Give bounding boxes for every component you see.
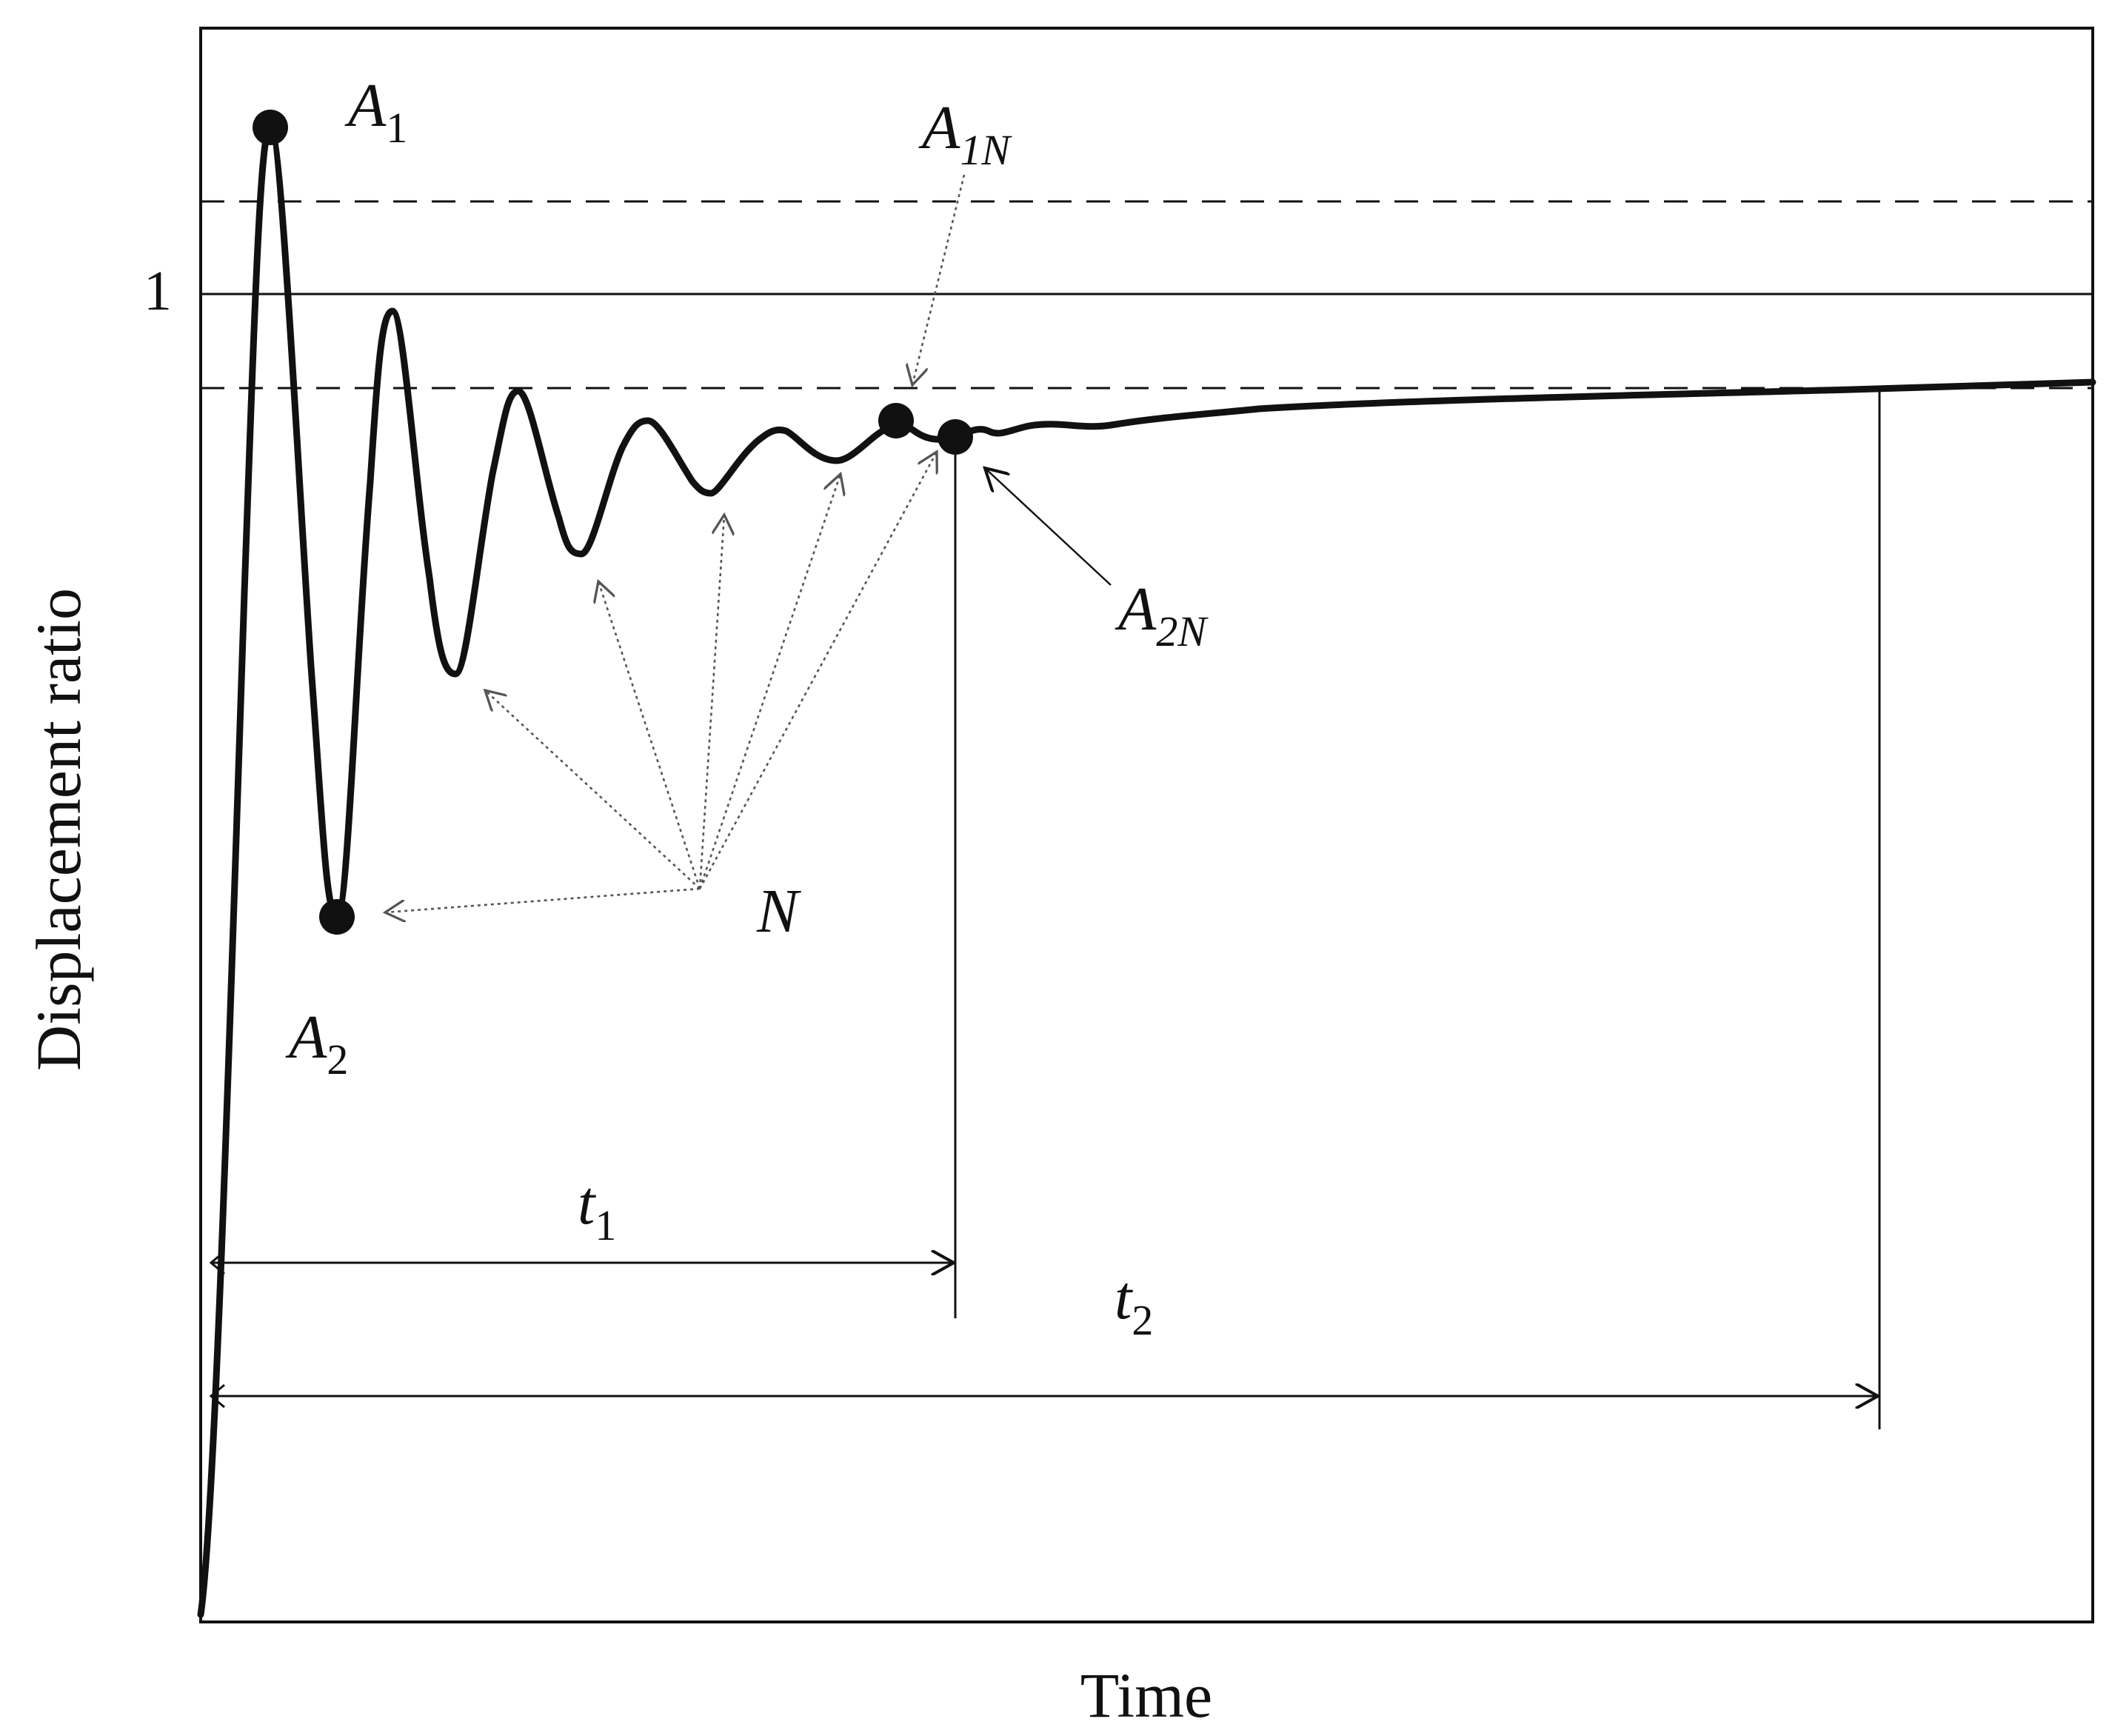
y-tick-1: 1 xyxy=(144,260,172,322)
a2n-pointer-arrow xyxy=(985,468,1112,586)
t2-interval-start-tick xyxy=(209,1383,225,1409)
label-a1: A1 xyxy=(344,71,407,152)
label-t2: t2 xyxy=(1115,1263,1153,1344)
n-pointer-trough-3 xyxy=(698,515,724,889)
y-axis-label: Displacement ratio xyxy=(23,588,94,1071)
n-pointer-arrows xyxy=(385,452,937,912)
label-a1n: A1N xyxy=(918,93,1012,174)
label-t1: t1 xyxy=(578,1169,616,1249)
plot-frame xyxy=(199,27,2094,1623)
n-pointer-trough-2 xyxy=(598,581,701,889)
a1n-pointer-arrow xyxy=(912,174,966,385)
label-n: N xyxy=(756,877,801,946)
n-pointer-trough-4 xyxy=(698,474,841,889)
label-a2n: A2N xyxy=(1115,575,1209,655)
n-pointer-a2 xyxy=(385,887,701,912)
point-a2-marker xyxy=(319,899,355,935)
point-a1n-marker xyxy=(878,403,914,438)
x-axis-label: Time xyxy=(1080,1660,1212,1731)
label-a2: A2 xyxy=(285,1003,348,1084)
n-pointer-trough-5 xyxy=(698,452,937,889)
response-curve xyxy=(197,124,2096,1618)
point-a1-marker xyxy=(253,110,288,145)
t1-interval-start-tick xyxy=(209,1250,225,1275)
n-pointer-trough-1 xyxy=(485,690,701,889)
